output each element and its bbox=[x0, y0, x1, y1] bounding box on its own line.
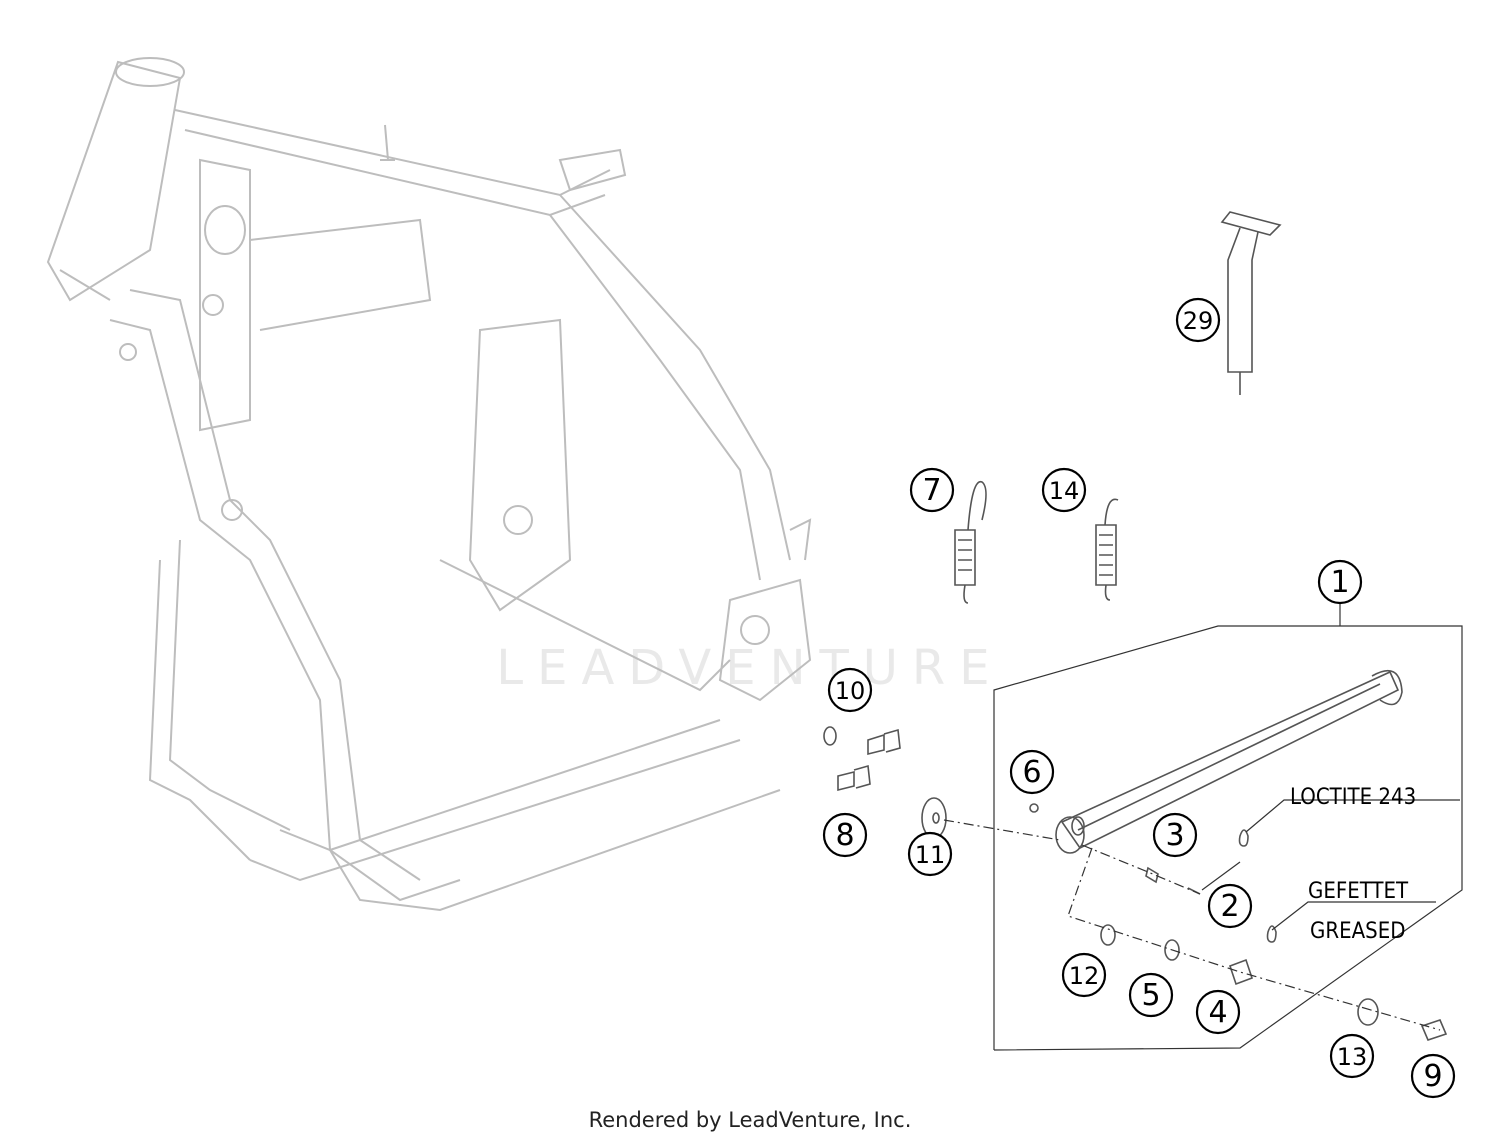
note-gefettet: GEFETTET bbox=[1308, 879, 1409, 904]
svg-text:14: 14 bbox=[1049, 477, 1080, 505]
watermark: LEADVENTURE bbox=[496, 640, 1004, 696]
leader-greased bbox=[1271, 901, 1436, 931]
svg-text:3: 3 bbox=[1165, 818, 1184, 853]
axis-bolt bbox=[1081, 844, 1201, 895]
svg-text:5: 5 bbox=[1141, 978, 1160, 1013]
svg-text:12: 12 bbox=[1069, 962, 1100, 990]
callout-29: 29 bbox=[1175, 297, 1221, 343]
assembly-outline bbox=[993, 625, 1463, 1051]
frame-illustration bbox=[46, 57, 812, 912]
svg-text:9: 9 bbox=[1423, 1059, 1442, 1094]
spring-part-14 bbox=[1095, 498, 1119, 601]
side-stand-part-1 bbox=[1055, 669, 1403, 854]
svg-text:2: 2 bbox=[1220, 889, 1239, 924]
tool-part-29 bbox=[1220, 211, 1282, 395]
callout-9: 9 bbox=[1410, 1053, 1456, 1099]
callout-11: 11 bbox=[907, 831, 953, 877]
callout-13: 13 bbox=[1329, 1033, 1375, 1079]
bolt-part-10 bbox=[823, 726, 901, 756]
svg-text:29: 29 bbox=[1183, 307, 1214, 335]
svg-text:1: 1 bbox=[1330, 565, 1349, 600]
callout-1: 1 bbox=[1317, 559, 1363, 605]
leader-loctite-2 bbox=[1201, 861, 1241, 891]
svg-text:11: 11 bbox=[915, 841, 946, 869]
note-loctite: LOCTITE 243 bbox=[1290, 785, 1416, 810]
axis-washer bbox=[943, 819, 1061, 841]
axis-pivot bbox=[1067, 847, 1441, 1031]
callout-6: 6 bbox=[1009, 749, 1055, 795]
callout-5: 5 bbox=[1128, 972, 1174, 1018]
svg-text:10: 10 bbox=[835, 677, 866, 705]
callout-2: 2 bbox=[1207, 883, 1253, 929]
spring-part-7 bbox=[954, 481, 987, 604]
callout-8: 8 bbox=[822, 812, 868, 858]
svg-text:4: 4 bbox=[1208, 995, 1227, 1030]
callout-7: 7 bbox=[909, 467, 955, 513]
svg-text:8: 8 bbox=[835, 818, 854, 853]
callout-14: 14 bbox=[1041, 467, 1087, 513]
svg-text:7: 7 bbox=[922, 473, 941, 508]
callout-10: 10 bbox=[827, 667, 873, 713]
footer-credit: Rendered by LeadVenture, Inc. bbox=[588, 1108, 912, 1132]
callout-12: 12 bbox=[1061, 952, 1107, 998]
washer-part-11 bbox=[921, 797, 947, 839]
callout-4: 4 bbox=[1195, 989, 1241, 1035]
bolt-part-8 bbox=[837, 764, 871, 792]
callout-3: 3 bbox=[1152, 812, 1198, 858]
svg-text:13: 13 bbox=[1337, 1043, 1368, 1071]
note-greased: GREASED bbox=[1310, 919, 1405, 944]
svg-text:6: 6 bbox=[1022, 755, 1041, 790]
leader-loctite bbox=[1245, 799, 1460, 833]
